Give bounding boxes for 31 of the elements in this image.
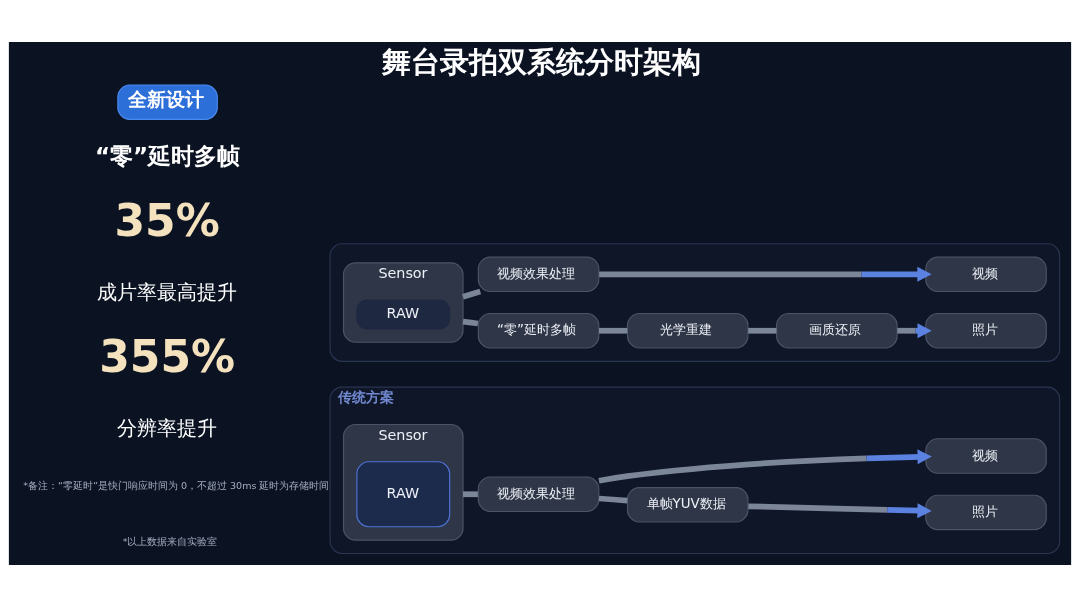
label: 分辨率提升 xyxy=(116,416,217,441)
connector xyxy=(463,491,478,498)
node-box: 视频效果处理 xyxy=(477,256,600,293)
arrow xyxy=(599,266,932,282)
connector xyxy=(598,495,628,504)
diagram-title: 舞台录拍双系统分时架构 xyxy=(381,44,701,79)
node-box: “零”延时多帧 xyxy=(477,312,600,349)
node-box: 视频效果处理 xyxy=(477,476,600,513)
label: 35% xyxy=(114,195,220,247)
connector xyxy=(462,288,482,300)
node-box: 光学重建 xyxy=(626,312,749,349)
label: *备注：“零延时”是快门响应时间为 0，不超过 30ms 延时为存储时间 xyxy=(23,479,330,491)
node-box: RAW xyxy=(356,461,451,528)
node-box: 照片 xyxy=(925,312,1047,349)
connector xyxy=(462,318,479,327)
arrow xyxy=(598,449,932,484)
label: 成片率最高提升 xyxy=(96,280,237,305)
arrow xyxy=(748,503,932,519)
arrow xyxy=(897,323,932,339)
node-box: 照片 xyxy=(925,494,1047,531)
label: “零”延时多帧 xyxy=(94,142,241,169)
connector xyxy=(599,327,628,334)
label: 355% xyxy=(99,331,236,383)
node-box: 全新设计 xyxy=(117,84,218,121)
node-box: 视频 xyxy=(925,438,1047,474)
connector xyxy=(748,327,777,334)
node-box: 画质还原 xyxy=(776,312,898,349)
cluster xyxy=(329,243,1061,362)
node-box: 单帧YUV数据 xyxy=(626,486,749,523)
label: *以上数据来自实验室 xyxy=(122,536,218,548)
node-box: 视频 xyxy=(925,256,1047,293)
